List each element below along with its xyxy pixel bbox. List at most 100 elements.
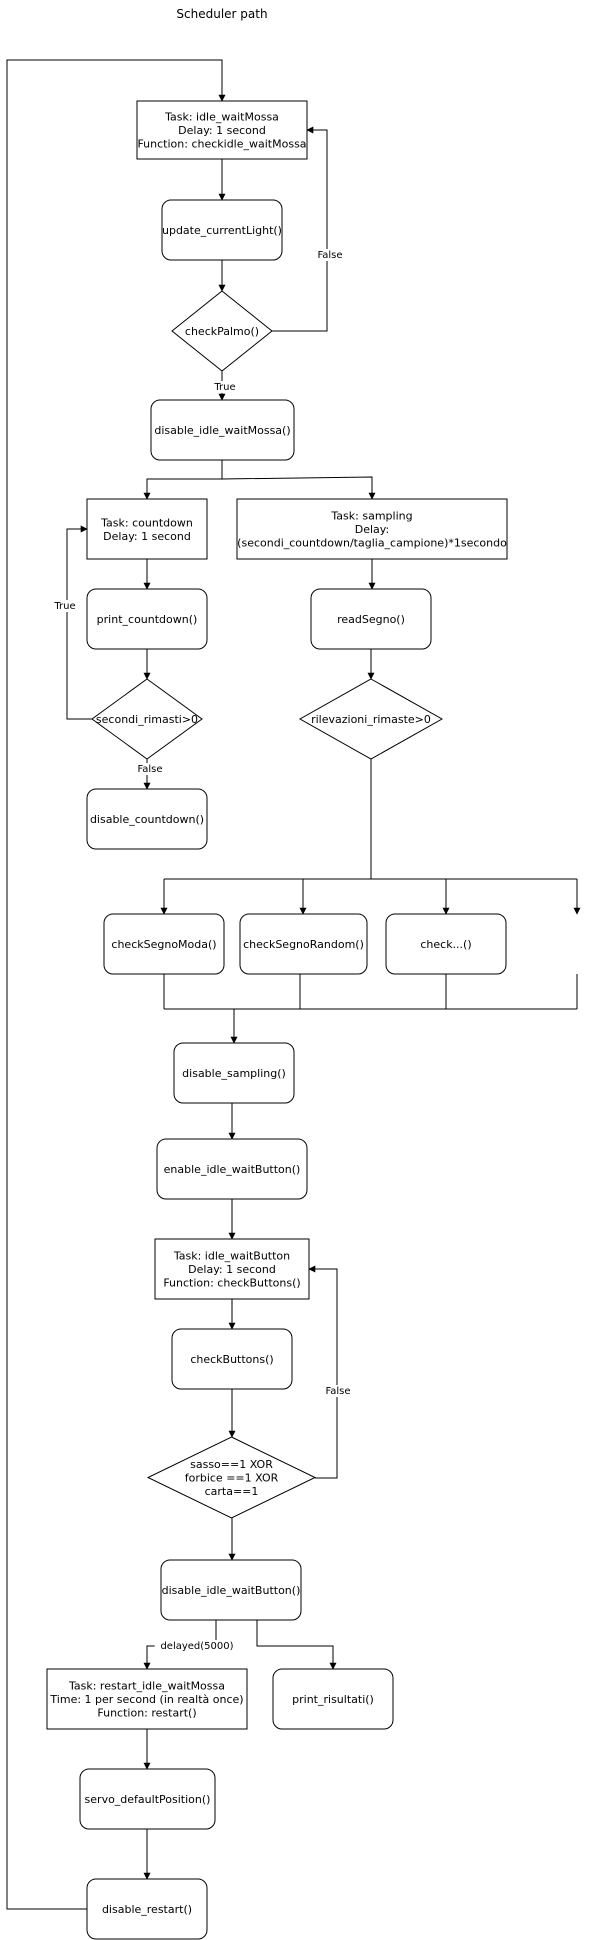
connector — [6, 59, 226, 1910]
node-text: print_countdown() — [97, 613, 198, 626]
node-text: disable_sampling() — [182, 1067, 286, 1080]
process-shape — [86, 1878, 208, 1940]
connector — [308, 1265, 338, 1479]
process-shape — [79, 1768, 216, 1830]
node-text: Delay: 1 second — [178, 124, 266, 137]
node-update-currentLight: update_currentLight() — [161, 199, 283, 261]
node-text: Task: idle_waitButton — [173, 1250, 290, 1263]
process-shape — [161, 199, 283, 261]
process-shape — [86, 788, 208, 850]
edge-label-bg — [154, 1640, 240, 1652]
connector — [256, 1620, 337, 1670]
node-text: checkButtons() — [190, 1353, 273, 1366]
node-servo-defaultPosition: servo_defaultPosition() — [79, 1768, 216, 1830]
connector — [143, 478, 222, 500]
node-text: enable_idle_waitButton() — [164, 1163, 301, 1176]
node-text: carta==1 — [205, 1485, 259, 1498]
node-text: checkPalmo() — [185, 325, 259, 338]
edge-label-bg — [210, 381, 240, 393]
node-text: disable_restart() — [102, 1903, 192, 1916]
task-shape — [154, 1238, 310, 1300]
edge-label-bg — [320, 1385, 356, 1397]
node-print-countdown: print_countdown() — [86, 588, 208, 650]
process-shape — [171, 1328, 293, 1390]
node-text: disable_idle_waitMossa() — [154, 424, 290, 437]
process-shape — [103, 913, 225, 975]
node-checkButtons: checkButtons() — [171, 1328, 293, 1390]
node-text: sasso==1 XOR — [190, 1458, 273, 1471]
node-text: checkSegnoRandom() — [243, 938, 364, 951]
node-secondi-rimasti: secondi_rimasti>0 — [91, 678, 203, 760]
decision-shape — [91, 678, 203, 760]
connector — [66, 525, 92, 720]
node-text: Function: restart() — [97, 1707, 196, 1720]
node-text: update_currentLight() — [162, 224, 282, 237]
node-disable-restart: disable_restart() — [86, 1878, 208, 1940]
edge-label-false-palmo: False — [317, 250, 342, 261]
node-text: Task: sampling — [330, 510, 412, 523]
task-shape — [46, 1668, 248, 1730]
node-text: rilevazioni_rimaste>0 — [311, 713, 431, 726]
node-enable-idle-waitButton: enable_idle_waitButton() — [156, 1138, 308, 1200]
node-text: readSegno() — [337, 613, 405, 626]
node-readSegno: readSegno() — [310, 588, 432, 650]
node-disable-countdown: disable_countdown() — [86, 788, 208, 850]
node-check-more: check...() — [385, 913, 507, 975]
decision-shape — [146, 1436, 317, 1519]
diagram-title: Scheduler path — [176, 7, 267, 21]
process-shape — [156, 1138, 308, 1200]
node-text: Task: countdown — [100, 516, 193, 529]
node-text: print_risultati() — [292, 1693, 374, 1706]
node-text: forbice ==1 XOR — [185, 1472, 279, 1485]
node-text: Task: restart_idle_waitMossa — [68, 1680, 225, 1693]
edge-label-bg — [132, 763, 168, 775]
task-shape — [86, 498, 208, 560]
edge-label-true-secondi: True — [53, 601, 75, 612]
node-print-risultati: print_risultati() — [272, 1668, 394, 1730]
process-shape — [173, 1042, 295, 1104]
node-text: secondi_rimasti>0 — [96, 713, 198, 726]
node-text: disable_countdown() — [90, 813, 204, 826]
node-text: Delay: 1 second — [188, 1263, 276, 1276]
process-shape — [150, 399, 295, 461]
process-shape — [86, 588, 208, 650]
process-shape — [310, 588, 432, 650]
edge-label-bg — [50, 600, 80, 612]
process-shape — [160, 1559, 302, 1621]
node-text: checkSegnoModa() — [111, 938, 216, 951]
process-shape — [385, 913, 507, 975]
edge-label-false-xor: False — [325, 1386, 350, 1397]
node-text: disable_idle_waitButton() — [162, 1584, 301, 1597]
node-task-sampling: Task: samplingDelay:(secondi_countdown/t… — [236, 498, 508, 560]
node-checkSegnoModa: checkSegnoModa() — [103, 913, 225, 975]
node-checkSegnoRandom: checkSegnoRandom() — [239, 913, 368, 975]
process-shape — [239, 913, 368, 975]
edge-label-true-palmo: True — [213, 382, 235, 393]
node-text: servo_defaultPosition() — [85, 1793, 211, 1806]
node-checkPalmo: checkPalmo() — [171, 290, 273, 372]
node-disable-idle-waitMossa: disable_idle_waitMossa() — [150, 399, 295, 461]
node-text: Function: checkidle_waitMossa — [137, 138, 306, 151]
connector — [221, 476, 376, 500]
node-text: Time: 1 per second (in realtà once) — [49, 1693, 243, 1706]
node-text: Task: idle_waitMossa — [164, 111, 279, 124]
node-text: Delay: — [355, 523, 389, 536]
node-disable-idle-waitButton: disable_idle_waitButton() — [160, 1559, 302, 1621]
decision-shape — [298, 678, 444, 760]
node-rilevazioni-rimaste: rilevazioni_rimaste>0 — [298, 678, 444, 760]
node-text: check...() — [420, 938, 471, 951]
connector — [272, 126, 328, 332]
edge-label-false-secondi: False — [137, 764, 162, 775]
task-shape — [236, 498, 508, 560]
node-text: Function: checkButtons() — [163, 1277, 300, 1290]
node-text: Delay: 1 second — [103, 530, 191, 543]
edge-label-delayed: delayed(5000) — [160, 1641, 233, 1652]
